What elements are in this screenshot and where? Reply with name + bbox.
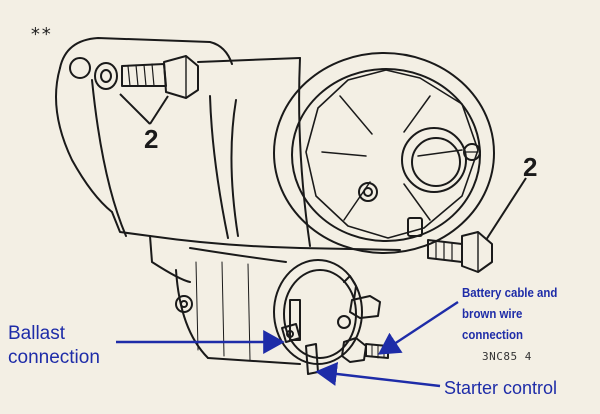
reference-code: 3NC85 4 [482, 350, 532, 363]
battery-arrow [377, 300, 459, 355]
starter-control-label: Starter control [444, 378, 558, 398]
battery-cable-label: Battery cable and brown wire connection [462, 282, 557, 345]
battery-label-line3: connection [462, 327, 524, 342]
mounting-bracket [55, 37, 233, 237]
battery-label-line1: Battery cable and [462, 285, 558, 300]
callout-number-right-bolt: 2 [523, 152, 538, 182]
annotation-arrows [116, 300, 459, 388]
ballast-label-line1: Ballast [8, 323, 66, 344]
callout-leaders [119, 93, 527, 241]
callout-number-top-bolt: 2 [144, 124, 159, 154]
ballast-connection-label: Ballast connection [8, 322, 100, 370]
solenoid [149, 235, 363, 365]
corner-marker: ** [30, 24, 52, 45]
motor-body [149, 57, 401, 251]
starter-control-arrow [315, 362, 441, 388]
end-cover [273, 52, 495, 254]
battery-label-line2: brown wire [462, 306, 523, 321]
top-bolt [94, 55, 199, 99]
right-bolt [427, 231, 493, 273]
ballast-label-line2: connection [8, 347, 100, 368]
